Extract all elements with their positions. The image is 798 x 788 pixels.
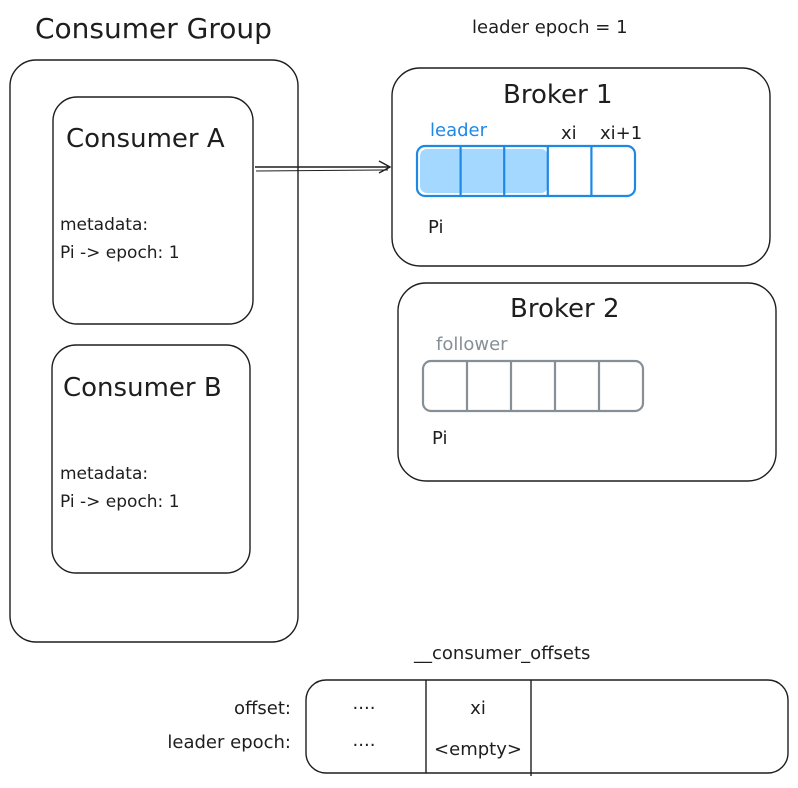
consumer-b-metadata-label: metadata: [60,464,148,484]
consumer-b: Consumer B metadata: Pi -> epoch: 1 [51,344,251,574]
broker-1: Broker 1 leader xi xi+1 Pi [391,67,771,267]
leader-epoch-row-label: leader epoch: [167,732,291,753]
consumer-group-box [9,59,299,643]
offset-col2-value: xi [470,698,486,719]
epoch-col1-value: .... [353,730,376,751]
broker-2-box [397,282,777,482]
broker-2-title: Broker 2 [510,294,619,324]
broker-2-role-label: follower [436,334,508,355]
consumer-offsets-table: __consumer_offsets offset: leader epoch:… [167,643,789,776]
broker-1-log-outline [415,144,637,198]
broker-1-marker-xi: xi [561,123,577,144]
broker-1-title: Broker 1 [503,80,612,110]
consumer-b-title: Consumer B [63,373,222,403]
epoch-col2-value: <empty> [434,739,522,760]
consumer-a-title: Consumer A [66,124,225,154]
offset-row-label: offset: [234,698,291,719]
consumer-b-metadata-value: Pi -> epoch: 1 [60,492,180,512]
broker-2-partition-label: Pi [432,428,447,449]
offset-col1-value: .... [353,693,376,714]
broker-1-box [391,67,771,267]
broker-2-partition-log [421,359,645,413]
consumer-offsets-title: __consumer_offsets [413,643,590,664]
broker-1-role-label: leader [430,120,488,141]
consumer-offsets-box [305,679,789,774]
consumer-b-box [51,344,251,574]
consumer-group-title: Consumer Group [35,12,272,45]
broker-2: Broker 2 follower Pi [397,282,777,482]
consumer-a-metadata-label: metadata: [60,215,148,235]
fetch-arrow-sketch-line [255,169,389,172]
broker-1-partition-log [415,144,637,198]
consumer-a-metadata-value: Pi -> epoch: 1 [60,243,180,263]
leader-epoch-note: leader epoch = 1 [472,17,628,38]
broker-1-marker-xi1: xi+1 [600,123,642,144]
consumer-a-box [52,96,254,325]
broker-2-log-outline [421,359,645,413]
broker-1-log-filled-segment [420,149,548,193]
broker-1-partition-label: Pi [428,217,443,238]
consumer-a: Consumer A metadata: Pi -> epoch: 1 [52,96,254,325]
